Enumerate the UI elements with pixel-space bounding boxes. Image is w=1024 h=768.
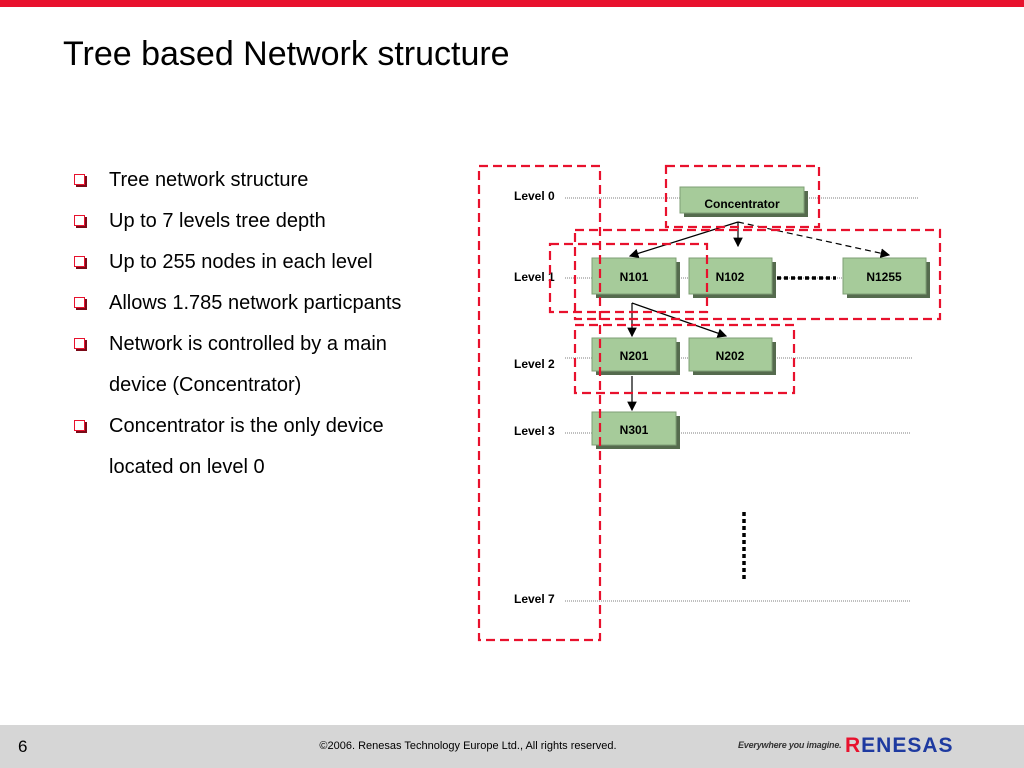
- bullet-continuation: located on level 0: [72, 447, 462, 488]
- node-n1255: N1255: [842, 257, 930, 298]
- bullet-text: located on level 0: [109, 456, 265, 478]
- level-1-label: Level 1: [514, 270, 555, 284]
- level-0-label: Level 0: [514, 189, 555, 203]
- level-7-label: Level 7: [514, 592, 555, 606]
- top-accent-bar: [0, 0, 1024, 7]
- bullet-text: Concentrator is the only device: [109, 415, 384, 437]
- page-number: 6: [18, 737, 28, 756]
- level-3-label: Level 3: [514, 424, 555, 438]
- square-bullet-icon: [74, 215, 85, 226]
- square-bullet-icon: [74, 174, 85, 185]
- square-bullet-icon: [74, 297, 85, 308]
- node-n202-label: N202: [716, 349, 745, 363]
- node-n102: N102: [688, 257, 776, 298]
- bullet-item: Concentrator is the only device: [72, 406, 462, 447]
- concentrator-node: Concentrator: [679, 186, 808, 217]
- level-2-highlight-box: [573, 323, 796, 395]
- node-n301-label: N301: [620, 423, 649, 437]
- bullet-text: Allows 1.785 network particpants: [109, 292, 402, 314]
- bullet-text: Network is controlled by a main: [109, 333, 387, 355]
- renesas-logo: RENESAS: [845, 734, 954, 758]
- bullet-item: Up to 7 levels tree depth: [72, 201, 462, 242]
- node-n201: N201: [591, 337, 680, 375]
- level-2-label: Level 2: [514, 357, 555, 371]
- tree-network-diagram: Level 0 Level 1 Level 2 Level 3 Level 7 …: [477, 164, 942, 642]
- logo-wordmark: ENESAS: [861, 734, 954, 757]
- concentrator-label: Concentrator: [704, 197, 780, 211]
- footer-bar: 6 ©2006. Renesas Technology Europe Ltd.,…: [0, 725, 1024, 768]
- slide-title: Tree based Network structure: [63, 35, 510, 73]
- node-n101: N101: [591, 257, 680, 298]
- bullet-item: Tree network structure: [72, 160, 462, 201]
- node-n102-label: N102: [716, 270, 745, 284]
- node-n1255-label: N1255: [866, 270, 902, 284]
- bullet-text: device (Concentrator): [109, 374, 302, 396]
- square-bullet-icon: [74, 256, 85, 267]
- node-n101-label: N101: [620, 270, 649, 284]
- square-bullet-icon: [74, 420, 85, 431]
- level-1-highlight-box: [573, 228, 942, 321]
- level-1-start-highlight-box: [548, 242, 709, 314]
- level-0-highlight-box: [664, 164, 821, 229]
- bullet-continuation: device (Concentrator): [72, 365, 462, 406]
- bullet-item: Network is controlled by a main: [72, 324, 462, 365]
- bullet-item: Up to 255 nodes in each level: [72, 242, 462, 283]
- node-n202: N202: [688, 337, 776, 375]
- level-column-highlight-box: [477, 164, 602, 642]
- brand-tagline: Everywhere you imagine.: [738, 740, 842, 750]
- copyright-text: ©2006. Renesas Technology Europe Ltd., A…: [319, 740, 617, 752]
- bullet-text: Tree network structure: [109, 169, 309, 191]
- bullet-item: Allows 1.785 network particpants: [72, 283, 462, 324]
- bullet-text: Up to 7 levels tree depth: [109, 210, 326, 232]
- bullet-list: Tree network structure Up to 7 levels tr…: [72, 160, 462, 488]
- logo-letter-r: R: [845, 734, 862, 757]
- node-n201-label: N201: [620, 349, 649, 363]
- square-bullet-icon: [74, 338, 85, 349]
- bullet-text: Up to 255 nodes in each level: [109, 251, 373, 273]
- node-n301: N301: [591, 411, 680, 449]
